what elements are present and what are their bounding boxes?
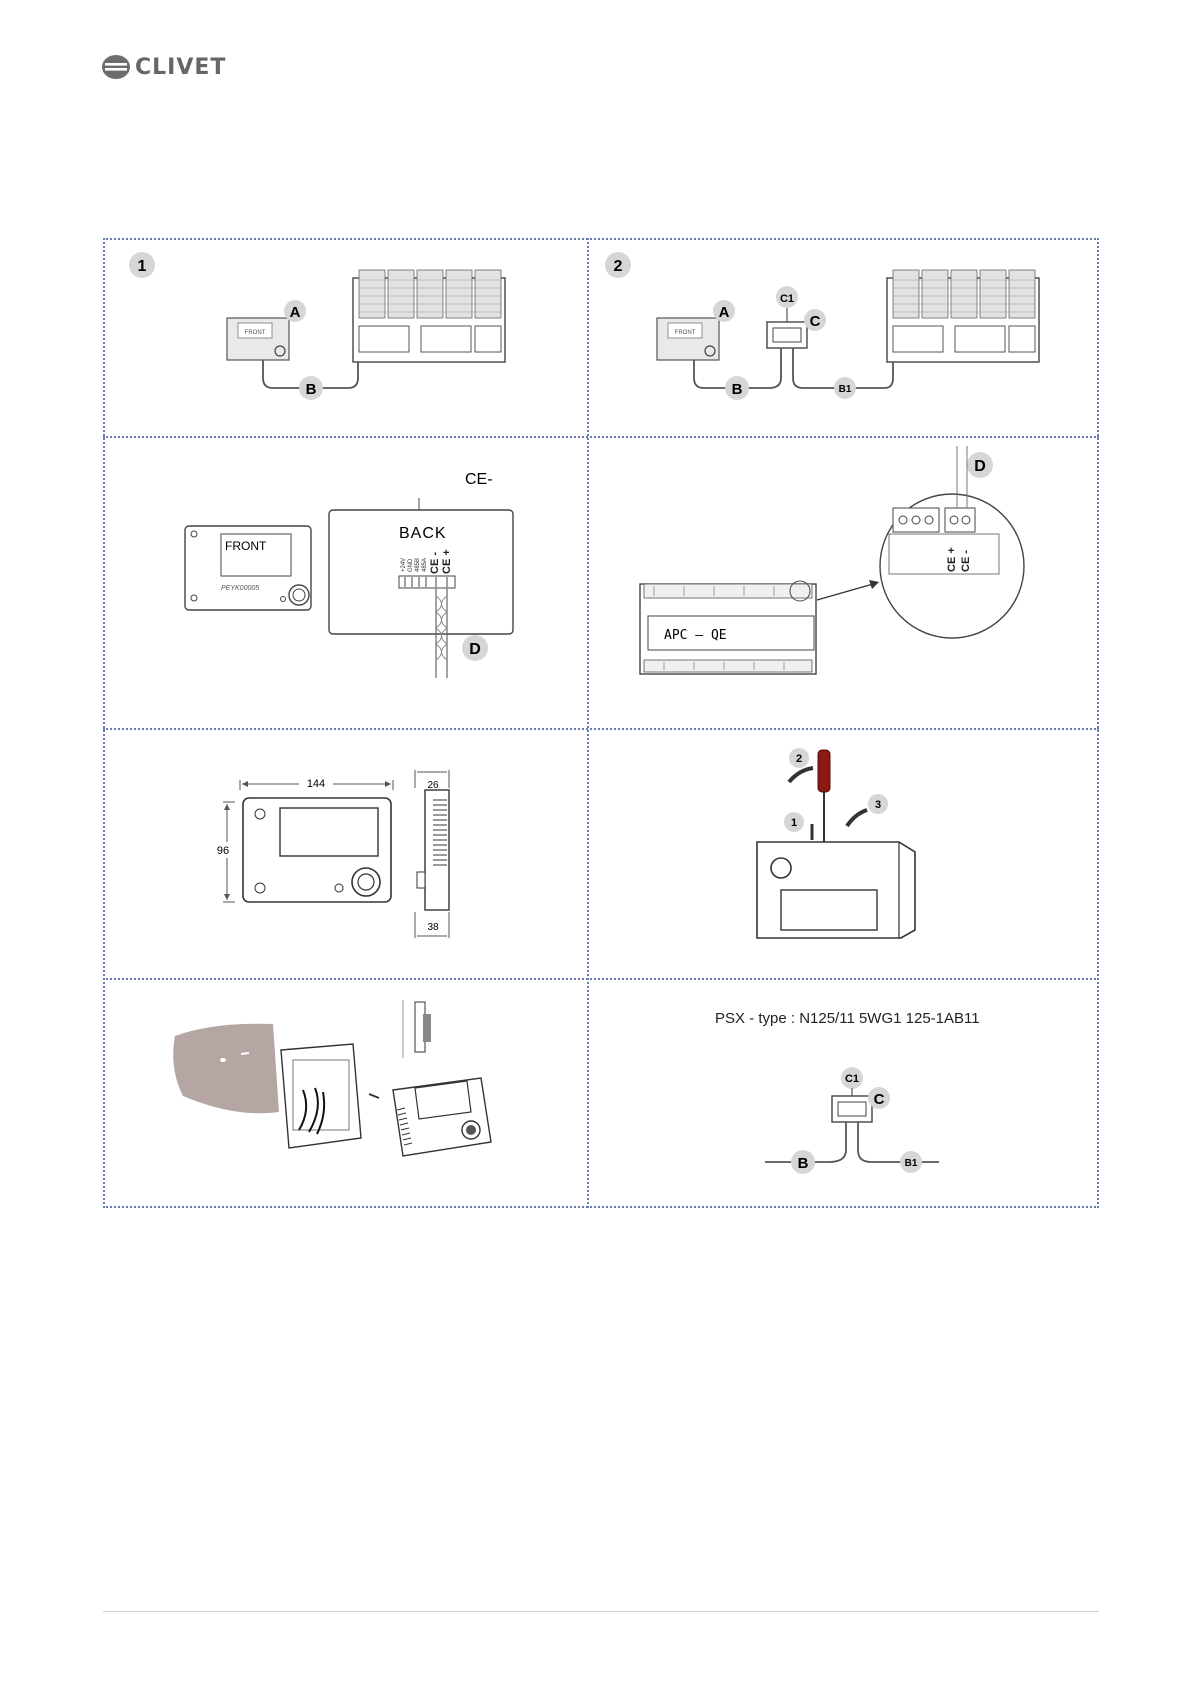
depth-top-dimension: 26 [427, 780, 439, 791]
svg-text:FRONT: FRONT [675, 330, 696, 336]
svg-text:GND: GND [408, 558, 414, 572]
svg-text:3: 3 [875, 799, 881, 811]
brand-name: CLIVET [135, 55, 226, 80]
screwdriver-icon [818, 750, 830, 792]
panel-7-wall-mounting [103, 980, 587, 1206]
panel-2-connection-with-psx: 2 FRONT A C1 C [589, 238, 1097, 436]
svg-text:CE +: CE + [441, 549, 453, 574]
svg-text:C: C [874, 1091, 885, 1108]
svg-text:2: 2 [614, 258, 623, 275]
svg-text:2: 2 [796, 753, 802, 765]
svg-text:A: A [719, 304, 730, 321]
grid-line [1097, 238, 1099, 1208]
svg-text:C1: C1 [780, 293, 794, 305]
svg-text:+24V: +24V [401, 558, 407, 572]
svg-text:D: D [469, 641, 481, 658]
ce-minus-label: CE- [465, 471, 493, 488]
figure-grid: 1 FRONT A [103, 238, 1099, 1208]
svg-text:1: 1 [791, 817, 797, 829]
psx-type-line: PSX - type : N125/11 5WG1 125-1AB11 [715, 1010, 980, 1027]
svg-text:485B: 485B [415, 558, 421, 572]
panel-3-front-back-wiring: CE- FRONT PEYK00005 BACK +24V GND 485B 4… [103, 438, 587, 728]
svg-text:C1: C1 [845, 1073, 859, 1085]
svg-text:D: D [974, 458, 986, 475]
svg-text:C: C [810, 313, 821, 330]
height-dimension: 96 [217, 845, 229, 857]
svg-text:B1: B1 [839, 384, 852, 395]
svg-text:BACK: BACK [399, 525, 447, 542]
svg-text:CE -: CE - [960, 550, 972, 572]
panel-6-opening-case: 2 1 3 [589, 730, 1097, 978]
svg-text:B: B [732, 381, 743, 398]
wall-icon [173, 1024, 279, 1114]
panel-4-board-connection: D APC — QE [589, 438, 1097, 728]
brand-logo: CLIVET [101, 52, 241, 82]
footer-rule [103, 1611, 1099, 1612]
svg-text:B: B [306, 381, 317, 398]
panel-8-psx-type: PSX - type : N125/11 5WG1 125-1AB11 C1 C… [589, 980, 1097, 1206]
panel-1-connection: 1 FRONT A [103, 238, 587, 436]
svg-text:B: B [798, 1155, 809, 1172]
svg-text:B1: B1 [905, 1158, 918, 1169]
step-number: 1 [138, 258, 147, 275]
width-dimension: 144 [307, 778, 325, 790]
svg-text:A: A [290, 304, 301, 321]
svg-text:CE -: CE - [429, 552, 441, 574]
depth-bottom-dimension: 38 [427, 922, 439, 933]
svg-text:FRONT: FRONT [225, 539, 267, 553]
panel-5-dimensions: 144 96 [103, 730, 587, 978]
svg-text:PEYK00005: PEYK00005 [221, 585, 259, 592]
svg-text:485A: 485A [422, 558, 428, 572]
grid-line [103, 1206, 1099, 1208]
svg-text:FRONT: FRONT [245, 330, 266, 336]
svg-text:CE +: CE + [946, 547, 958, 572]
clivet-logo-icon [101, 54, 131, 80]
svg-text:APC — QE: APC — QE [664, 628, 727, 643]
